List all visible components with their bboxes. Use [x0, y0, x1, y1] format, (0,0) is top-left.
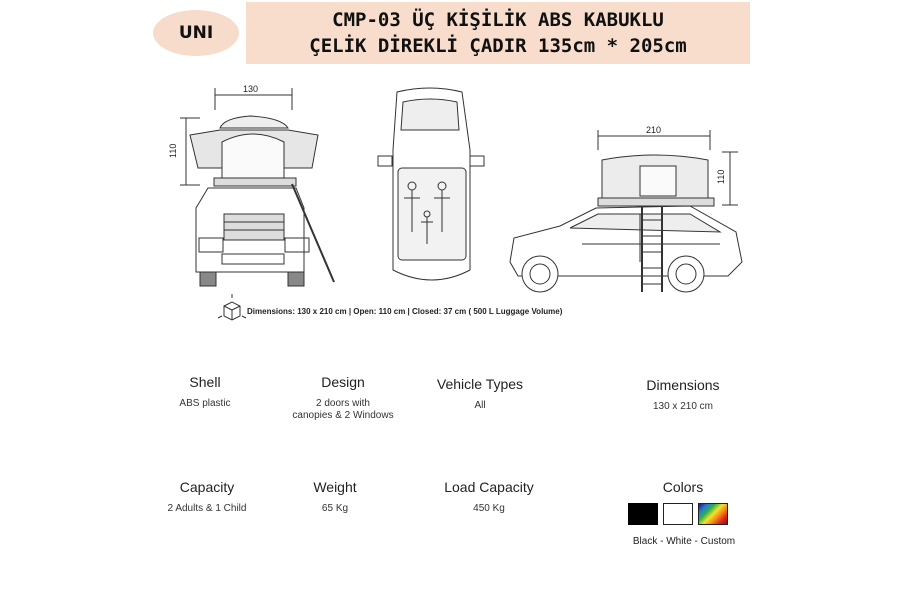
spec-design-value: 2 doors with canopies & 2 Windows [275, 398, 411, 422]
title-line-2: ÇELİK DİREKLİ ÇADIR 135cm * 205cm [309, 35, 687, 57]
brand-badge-text: UNI [178, 23, 214, 43]
dimension-cube-icon [217, 294, 247, 321]
spec-design: Design 2 doors with canopies & 2 Windows [275, 374, 411, 422]
side-view-drawing: 210 110 [509, 125, 743, 293]
spec-capacity: Capacity 2 Adults & 1 Child [152, 479, 262, 515]
spec-shell: Shell ABS plastic [155, 374, 255, 410]
spec-weight-value: 65 Kg [321, 503, 349, 514]
spec-design-value-line2: canopies & 2 Windows [292, 410, 394, 421]
colors-caption: Black - White - Custom [632, 536, 736, 547]
spec-capacity-heading: Capacity [179, 479, 235, 495]
spec-design-heading: Design [321, 374, 365, 390]
dimensions-note: Dimensions: 130 x 210 cm | Open: 110 cm … [247, 307, 563, 316]
spec-design-value-line1: 2 doors with [316, 398, 370, 409]
spec-dimensions-heading: Dimensions [646, 377, 720, 393]
spec-vehicle-types-value: All [474, 400, 486, 411]
title-line-1: CMP-03 ÜÇ KİŞİLİK ABS KABUKLU [332, 9, 664, 31]
page-title: CMP-03 ÜÇ KİŞİLİK ABS KABUKLU ÇELİK DİRE… [246, 2, 750, 64]
spec-dimensions-value: 130 x 210 cm [652, 401, 714, 412]
spec-load-capacity-value: 450 Kg [473, 503, 505, 514]
side-height-label: 110 [716, 170, 726, 184]
color-swatch-custom [698, 503, 728, 525]
spec-load-capacity: Load Capacity 450 Kg [430, 479, 548, 515]
spec-colors: Colors [633, 479, 733, 495]
brand-badge: UNI [153, 10, 239, 56]
front-height-label: 110 [168, 144, 178, 158]
spec-vehicle-types-heading: Vehicle Types [436, 376, 524, 392]
spec-dimensions: Dimensions 130 x 210 cm [628, 377, 738, 413]
spec-shell-heading: Shell [189, 374, 221, 390]
product-line-drawing: 130 110 [168, 84, 743, 321]
spec-load-capacity-heading: Load Capacity [444, 479, 534, 495]
top-view-drawing [377, 87, 485, 281]
spec-weight-heading: Weight [313, 479, 357, 495]
spec-colors-heading: Colors [662, 479, 704, 495]
spec-capacity-value: 2 Adults & 1 Child [167, 503, 247, 514]
front-width-label: 130 [243, 84, 258, 94]
spec-shell-value: ABS plastic [179, 398, 231, 409]
spec-weight: Weight 65 Kg [290, 479, 380, 515]
spec-vehicle-types: Vehicle Types All [420, 376, 540, 412]
side-width-label: 210 [646, 125, 661, 135]
color-swatch-black [628, 503, 658, 525]
front-view-drawing: 130 110 [168, 84, 335, 287]
color-swatch-white [663, 503, 693, 525]
